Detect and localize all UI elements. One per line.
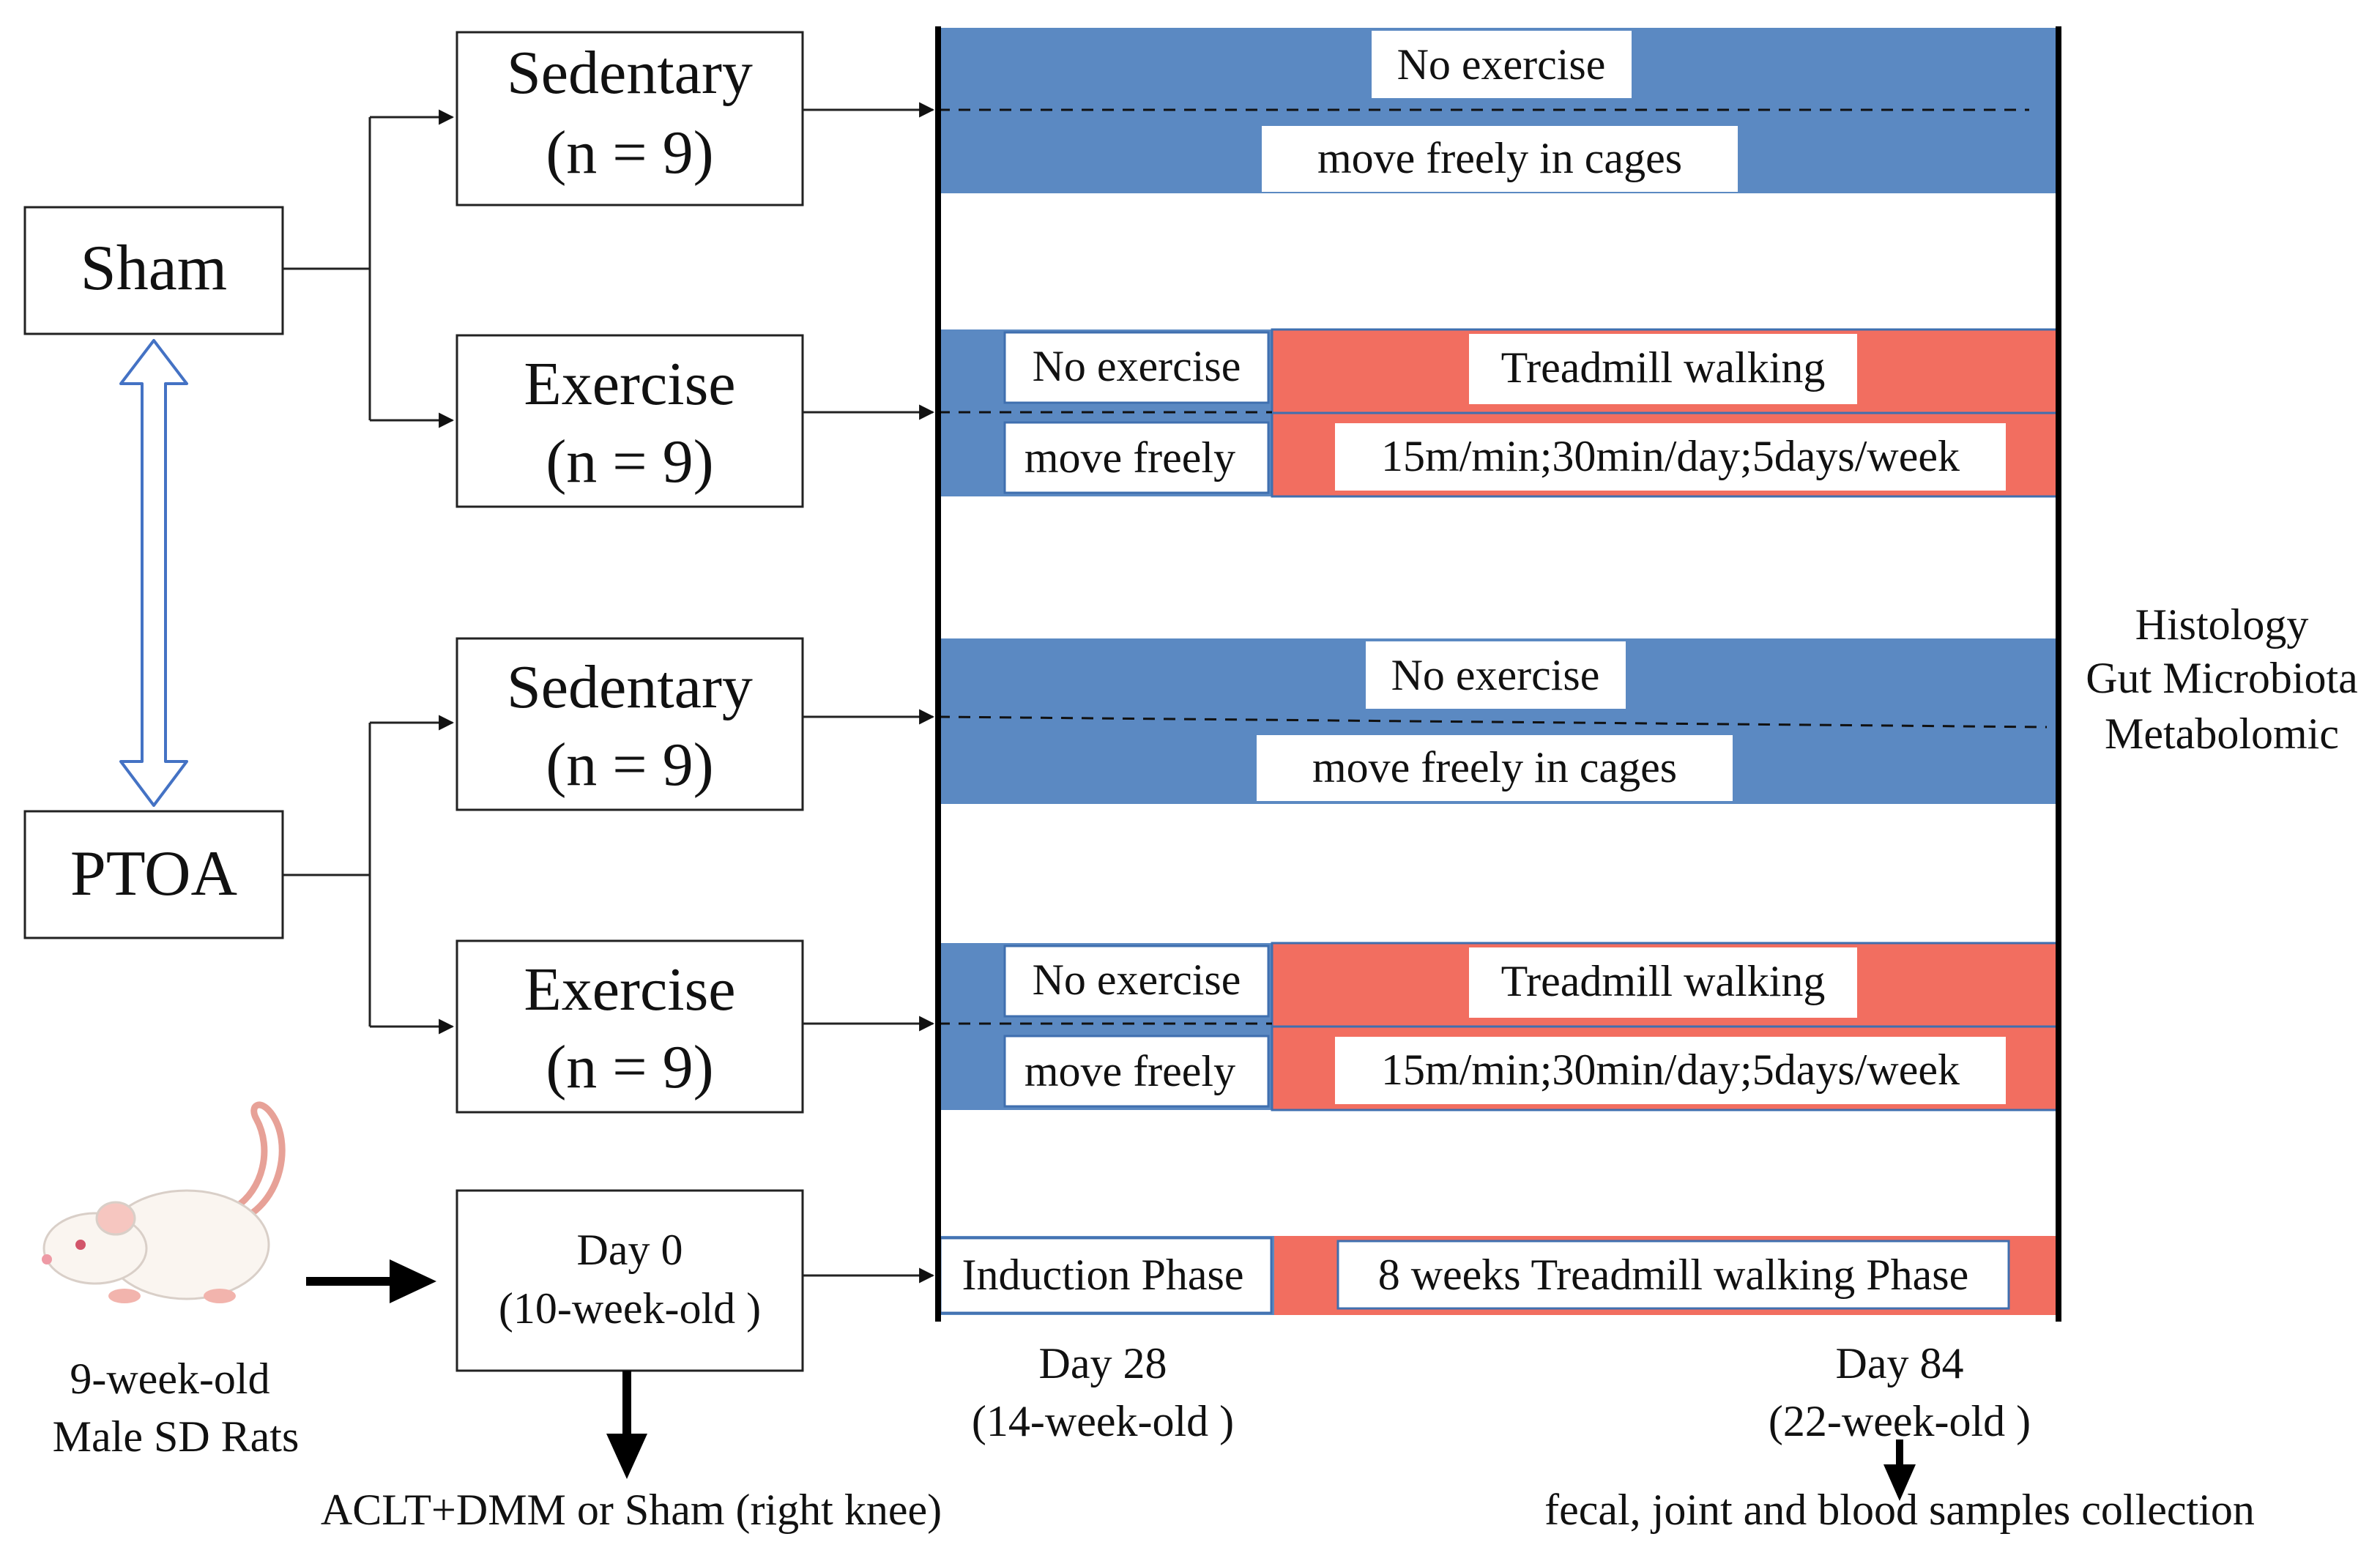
day84-age-label: (22-week-old ) bbox=[1769, 1397, 2031, 1445]
subgroup-name: Exercise bbox=[524, 350, 735, 418]
day0-box: Day 0 (10-week-old ) bbox=[455, 1189, 804, 1372]
subgroup-name: Exercise bbox=[524, 956, 735, 1024]
day28-label: Day 28 bbox=[1039, 1339, 1167, 1388]
subgroup-count: (n = 9) bbox=[546, 1033, 713, 1101]
group-sham-label: Sham bbox=[81, 233, 227, 304]
induction-phase-label: Induction Phase bbox=[962, 1251, 1244, 1299]
timeline-row-phases: Induction Phase 8 weeks Treadmill walkin… bbox=[938, 1236, 2059, 1315]
surgery-label: ACLT+DMM or Sham (right knee) bbox=[321, 1486, 942, 1534]
timeline-row-ptoa-exercise: No exercise move freely Treadmill walkin… bbox=[938, 942, 2060, 1111]
outcomes-list: Histology Gut Microbiota Metabolomic bbox=[2086, 600, 2358, 758]
day0-label: Day 0 bbox=[577, 1226, 683, 1274]
day0-age-label: (10-week-old ) bbox=[499, 1284, 761, 1333]
protocol-label: 15m/min;30min/day;5days/week bbox=[1381, 1046, 1960, 1094]
sham-branch-connector bbox=[283, 109, 455, 428]
subgroup-count: (n = 9) bbox=[546, 119, 713, 187]
group-ptoa: PTOA bbox=[23, 810, 284, 939]
move-freely-label: move freely bbox=[1024, 433, 1235, 482]
move-freely-label: move freely bbox=[1024, 1047, 1235, 1095]
group-sham: Sham bbox=[23, 206, 284, 335]
outcome-metabolomic: Metabolomic bbox=[2105, 709, 2339, 758]
subgroup-sham-sedentary: Sedentary (n = 9) bbox=[455, 31, 804, 206]
treadmill-walking-label: Treadmill walking bbox=[1501, 343, 1826, 392]
day84-label: Day 84 bbox=[1836, 1339, 1964, 1388]
day28-age-label: (14-week-old ) bbox=[972, 1397, 1234, 1445]
subgroup-name: Sedentary bbox=[507, 653, 753, 721]
subgroup-count: (n = 9) bbox=[546, 731, 713, 799]
subgroup-to-timeline-arrows bbox=[803, 102, 935, 1284]
subgroup-sham-exercise: Exercise (n = 9) bbox=[455, 334, 804, 508]
ptoa-branch-connector bbox=[283, 715, 455, 1035]
no-exercise-label: No exercise bbox=[1397, 40, 1606, 89]
day0-down-arrow bbox=[606, 1371, 647, 1479]
timeline-row-sham-exercise: No exercise move freely Treadmill walkin… bbox=[938, 328, 2060, 498]
timeline-row-ptoa-sedentary: No exercise move freely in cages bbox=[937, 638, 2059, 804]
comparison-double-arrow bbox=[119, 339, 188, 807]
rat-strain-label: Male SD Rats bbox=[53, 1412, 300, 1461]
outcome-histology: Histology bbox=[2135, 600, 2309, 649]
subgroup-name: Sedentary bbox=[507, 39, 753, 107]
day84-down-arrow bbox=[1883, 1439, 1916, 1501]
move-freely-in-cages-label: move freely in cages bbox=[1317, 134, 1682, 182]
no-exercise-label: No exercise bbox=[1033, 956, 1241, 1004]
timeline-row-sham-sedentary: No exercise move freely in cages bbox=[938, 28, 2059, 193]
subgroup-ptoa-sedentary: Sedentary (n = 9) bbox=[455, 637, 804, 811]
subgroup-ptoa-exercise: Exercise (n = 9) bbox=[455, 939, 804, 1114]
treadmill-phase-label: 8 weeks Treadmill walking Phase bbox=[1378, 1251, 1969, 1299]
no-exercise-label: No exercise bbox=[1391, 651, 1600, 699]
protocol-label: 15m/min;30min/day;5days/week bbox=[1381, 432, 1960, 480]
move-freely-in-cages-label: move freely in cages bbox=[1312, 743, 1677, 792]
collection-label: fecal, joint and blood samples collectio… bbox=[1544, 1486, 2255, 1534]
treadmill-walking-label: Treadmill walking bbox=[1501, 957, 1826, 1005]
subgroup-count: (n = 9) bbox=[546, 428, 713, 496]
no-exercise-label: No exercise bbox=[1033, 342, 1241, 390]
rat-illustration bbox=[42, 1101, 286, 1303]
group-ptoa-label: PTOA bbox=[70, 838, 237, 909]
rat-age-label: 9-week-old bbox=[70, 1355, 269, 1403]
outcome-gut-microbiota: Gut Microbiota bbox=[2086, 654, 2358, 702]
rat-to-day0-arrow bbox=[306, 1259, 436, 1303]
